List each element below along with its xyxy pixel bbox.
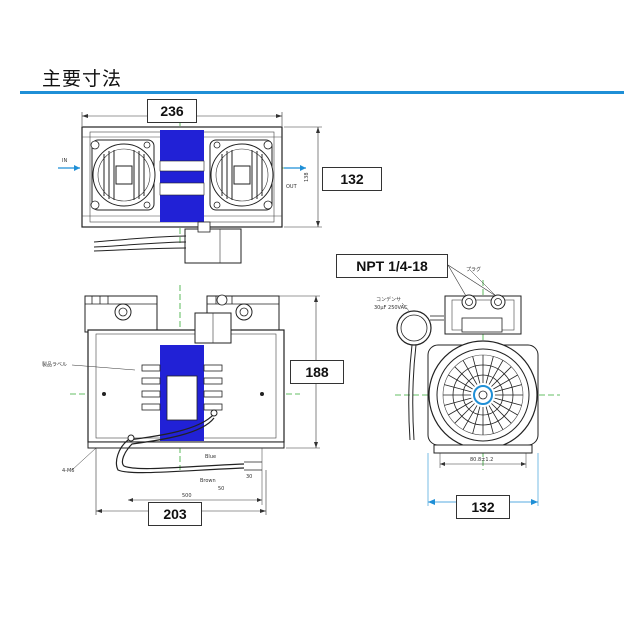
fan-spoke <box>448 400 473 416</box>
title-underline <box>20 91 624 94</box>
label-lead-50: 50 <box>218 486 224 492</box>
fan-spoke <box>491 366 512 387</box>
dim-front-width: 203 <box>148 502 202 526</box>
side-view: プラグ コンデンサ 30μF 250VAC 80.8±1.2 <box>374 264 560 506</box>
fan-spoke <box>472 406 481 434</box>
fan-ring <box>462 374 504 416</box>
label-plug: プラグ <box>466 266 481 273</box>
fan-spoke <box>462 405 478 430</box>
fan-spoke <box>485 406 494 434</box>
fan-spoke <box>472 356 481 384</box>
fan-spoke <box>493 374 518 390</box>
top-view: IN OUT 138 <box>58 112 322 264</box>
fan-spoke <box>485 356 494 384</box>
label-lead-30: 30 <box>246 474 252 480</box>
label-mount: 4-M6 <box>62 468 74 474</box>
fan-spoke <box>488 360 504 385</box>
fan-spoke <box>444 384 472 393</box>
dim-front-height: 188 <box>290 360 344 384</box>
label-mount-pitch: 80.8±1.2 <box>470 457 493 463</box>
fan-spoke <box>448 374 473 390</box>
front-view: 製品ラベル 4-M6 Blue Brown 50 30 500 <box>42 285 320 515</box>
fan-spoke <box>494 384 522 393</box>
label-brown: Brown <box>200 478 216 484</box>
dim-side-width: 132 <box>456 495 510 519</box>
label-capacitor-spec: 30μF 250VAC <box>374 305 408 311</box>
label-nameplate: 製品ラベル <box>42 361 67 368</box>
fan-spoke <box>454 366 475 387</box>
fan-spoke <box>491 403 512 424</box>
dim-port-thread: NPT 1/4-18 <box>336 254 448 278</box>
fan-spoke <box>494 397 522 406</box>
fan-spoke <box>493 400 518 416</box>
fan-spoke <box>488 405 504 430</box>
label-blue: Blue <box>205 454 216 460</box>
dim-top-width: 236 <box>147 99 197 123</box>
fan-spoke <box>454 403 475 424</box>
page-title: 主要寸法 <box>42 68 123 90</box>
fan-spoke <box>462 360 478 385</box>
top-cylinder <box>160 130 204 222</box>
fan-spoke <box>444 397 472 406</box>
fan-ring <box>452 364 514 426</box>
label-capacitor: コンデンサ <box>376 296 401 303</box>
label-138: 138 <box>304 172 310 182</box>
label-in: IN <box>62 158 67 164</box>
dim-top-height: 132 <box>322 167 382 191</box>
label-lead-500: 500 <box>182 493 192 499</box>
label-out: OUT <box>286 184 298 190</box>
